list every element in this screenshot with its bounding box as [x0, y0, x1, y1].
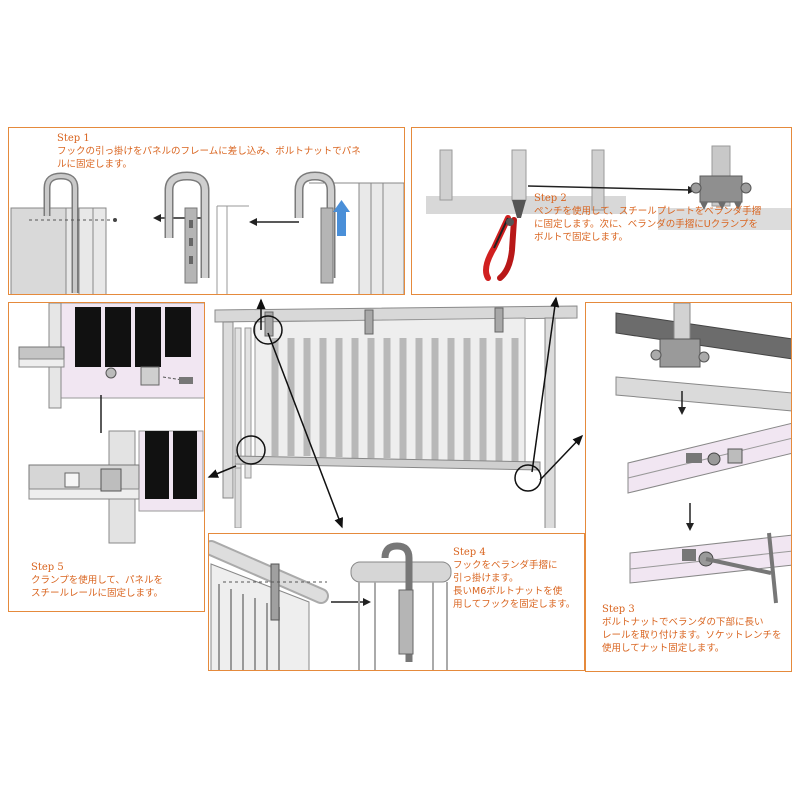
step4-panel: Step 4 フックをベランダ手摺に 引っ掛けます。 長いM6ボルトナットを使 … — [208, 533, 585, 671]
step5-title: Step 5 — [31, 562, 64, 573]
step3-title: Step 3 — [602, 604, 635, 615]
step4-title: Step 4 — [453, 547, 486, 558]
step2-title: Step 2 — [534, 193, 567, 204]
step1-line2: ルに固定します。 — [57, 159, 133, 170]
step3-line1: ボルトナットでベランダの下部に長い — [602, 617, 764, 628]
step5-illustration — [18, 303, 204, 544]
step2-line2: に固定します。次に、ベランダの手摺にUクランプを — [534, 219, 758, 230]
step2-illustration — [426, 145, 791, 281]
step1-title: Step 1 — [57, 133, 90, 144]
step5-line1: クランプを使用して、パネルを — [31, 575, 163, 586]
step3-line2: レールを取り付けます。ソケットレンチを — [602, 630, 782, 641]
step3-text: Step 3 ボルトナットでベランダの下部に長い レールを取り付けます。ソケット… — [602, 603, 782, 655]
step2-line3: ボルトで固定します。 — [534, 232, 629, 243]
step4-line1: フックをベランダ手摺に — [453, 560, 558, 571]
step2-panel: Step 2 ペンチを使用して、スチールプレートをベランダ手摺 に固定します。次… — [411, 127, 792, 295]
step1-illustration — [10, 171, 404, 294]
step5-panel: Step 5 クランプを使用して、パネルを スチールレールに固定します。 — [8, 302, 205, 612]
balcony-illustration — [214, 305, 578, 528]
step2-text: Step 2 ペンチを使用して、スチールプレートをベランダ手摺 に固定します。次… — [534, 192, 761, 244]
step4-line3: 長いM6ボルトナットを使 — [453, 586, 563, 597]
step3-panel: Step 3 ボルトナットでベランダの下部に長い レールを取り付けます。ソケット… — [585, 302, 792, 672]
step3-line3: 使用してナット固定します。 — [602, 643, 725, 654]
step1-panel: Step 1 フックの引っ掛けをパネルのフレームに差し込み、ボルトナットでパネ … — [8, 127, 405, 295]
step2-line1: ペンチを使用して、スチールプレートをベランダ手摺 — [534, 206, 762, 217]
step1-line1: フックの引っ掛けをパネルのフレームに差し込み、ボルトナットでパネ — [57, 146, 361, 157]
step5-line2: スチールレールに固定します。 — [31, 588, 164, 599]
step1-text: Step 1 フックの引っ掛けをパネルのフレームに差し込み、ボルトナットでパネ … — [57, 132, 361, 171]
step4-illustration — [209, 540, 452, 670]
step5-text: Step 5 クランプを使用して、パネルを スチールレールに固定します。 — [31, 561, 163, 600]
step3-illustration — [615, 303, 791, 604]
step4-line4: 用してフックを固定します。 — [453, 599, 576, 610]
step4-text: Step 4 フックをベランダ手摺に 引っ掛けます。 長いM6ボルトナットを使 … — [453, 546, 575, 611]
step4-line2: 引っ掛けます。 — [453, 573, 519, 584]
